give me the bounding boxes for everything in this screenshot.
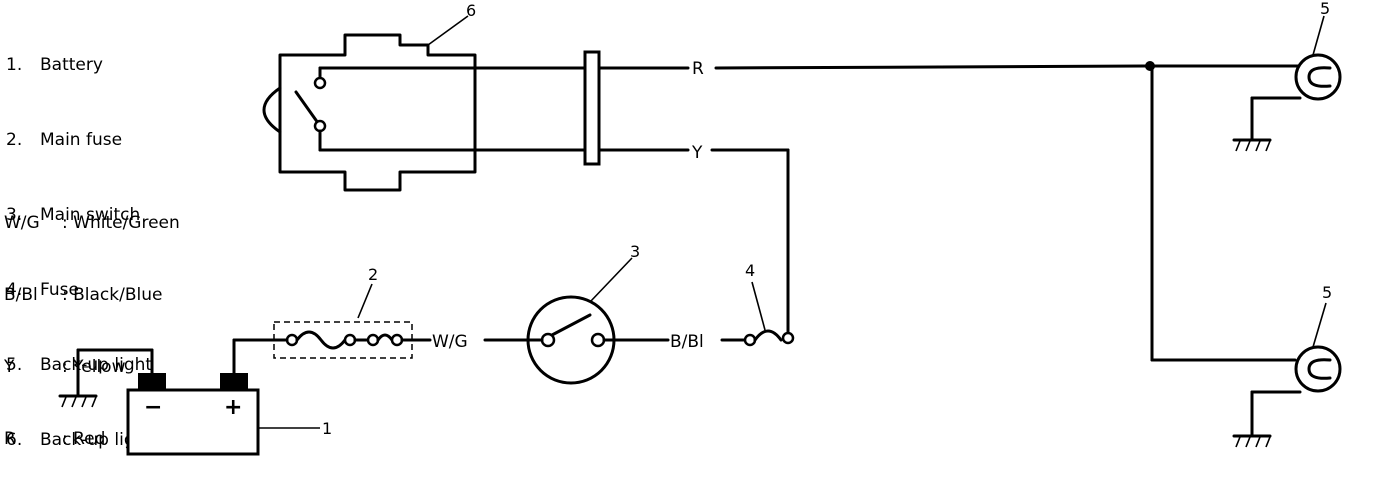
color-code: Y	[4, 357, 15, 377]
color-code-item: B/Bl : Black/Blue	[4, 283, 180, 307]
legend-text: Main switch	[40, 205, 141, 225]
callout-label: 5	[1320, 0, 1330, 18]
color-code: B/Bl	[4, 285, 38, 305]
callout-label: 3	[630, 242, 640, 261]
legend-number: 3.	[6, 205, 23, 225]
switch-blade	[294, 90, 320, 125]
switch-contact-top	[313, 76, 327, 90]
legend-number: 5.	[6, 355, 23, 375]
ground-hatch	[1245, 436, 1251, 448]
color-name: : Red	[62, 429, 106, 449]
switch-plunger	[262, 86, 282, 134]
battery-terminal-negative	[138, 373, 166, 391]
legend-number: 4.	[6, 280, 23, 300]
callout-label: 5	[1322, 283, 1332, 302]
battery-terminal-positive	[220, 373, 248, 391]
switch-housing	[278, 33, 477, 192]
main-switch: B/Bl 3	[483, 242, 704, 385]
color-code-item: Y : Yellow	[4, 355, 180, 379]
wire-label-bbl: B/Bl	[670, 332, 704, 352]
callout-leader	[357, 283, 373, 319]
legend-text: Fuse	[40, 280, 79, 300]
callout-label: 4	[745, 261, 755, 280]
ground-hatch	[81, 396, 87, 408]
wire-red: R	[597, 59, 1302, 362]
wire-label-r: R	[692, 59, 704, 79]
callout-leader	[589, 257, 633, 303]
battery-negative-sign: −	[144, 395, 162, 420]
ground-hatch	[61, 396, 67, 408]
legend-text: Back-up light	[40, 355, 153, 375]
legend-number: 1.	[6, 55, 23, 75]
ground-hatch	[1255, 436, 1261, 448]
backup-light-bottom: 5	[1232, 283, 1342, 448]
ground-hatch	[1245, 140, 1251, 152]
ground-hatch	[1255, 140, 1261, 152]
switch-terminal	[590, 332, 606, 348]
backup-light-switch: 6	[262, 1, 601, 192]
battery: − + 1	[58, 338, 332, 456]
legend-text: Main fuse	[40, 130, 123, 150]
lamp-bulb	[1294, 53, 1342, 101]
fuse-element	[753, 329, 783, 342]
legend-item: 4. Fuse	[6, 278, 212, 303]
ground-hatch	[1265, 140, 1271, 152]
callout-leader	[1312, 302, 1327, 348]
legend-item: 1. Battery	[6, 53, 212, 78]
legend-item: 3. Main switch	[6, 203, 212, 228]
wiring-diagram: 6 R 5 5 Y	[58, 0, 1342, 456]
lamp-filament	[1307, 66, 1332, 88]
wire-label-wg: W/G	[432, 332, 468, 352]
backup-light-top: 5	[1232, 0, 1342, 152]
color-code-legend: W/G : White/Green B/Bl : Black/Blue Y : Yel…	[4, 163, 180, 475]
callout-leader	[1312, 15, 1325, 56]
component-legend: 1. Battery 2. Main fuse 3. Main switch 4. Fu…	[6, 3, 212, 478]
wire-yellow: Y	[597, 143, 790, 334]
lamp-filament	[1307, 358, 1332, 380]
fuse-element	[376, 333, 394, 342]
battery-case	[126, 388, 260, 456]
wire-segment	[714, 64, 1152, 70]
ground-hatch	[91, 396, 97, 408]
legend-item: 5. Back-up light	[6, 353, 212, 378]
fuse-terminal	[781, 331, 795, 345]
legend-text: Battery	[40, 55, 103, 75]
ground-hatch	[1265, 436, 1271, 448]
battery-positive-sign: +	[224, 395, 242, 420]
fuse: 4	[720, 261, 795, 347]
lamp-bulb	[1294, 345, 1342, 393]
ground-hatch	[1235, 436, 1241, 448]
callout-leader	[427, 15, 469, 46]
color-name: : Black/Blue	[62, 285, 163, 305]
wire-label-y: Y	[691, 143, 703, 163]
legend-item: 2. Main fuse	[6, 128, 212, 153]
ground-hatch	[71, 396, 77, 408]
callout-leader	[751, 281, 766, 331]
color-name: : Yellow	[62, 357, 126, 377]
ground-hatch	[1235, 140, 1241, 152]
callout-label: 2	[368, 265, 378, 284]
legend-number: 6.	[6, 430, 23, 450]
callout-label: 1	[322, 419, 332, 438]
color-code-item: W/G : White/Green	[4, 211, 180, 235]
color-code: W/G	[4, 213, 40, 233]
switch-blade	[550, 313, 592, 337]
color-code-item: R : Red	[4, 427, 180, 451]
legend-number: 2.	[6, 130, 23, 150]
connector-block	[583, 50, 601, 166]
color-name: : White/Green	[62, 213, 180, 233]
main-fuse: W/G 2	[273, 265, 468, 359]
callout-label: 6	[466, 1, 476, 20]
fuse-element	[295, 330, 347, 350]
color-code: R	[4, 429, 16, 449]
